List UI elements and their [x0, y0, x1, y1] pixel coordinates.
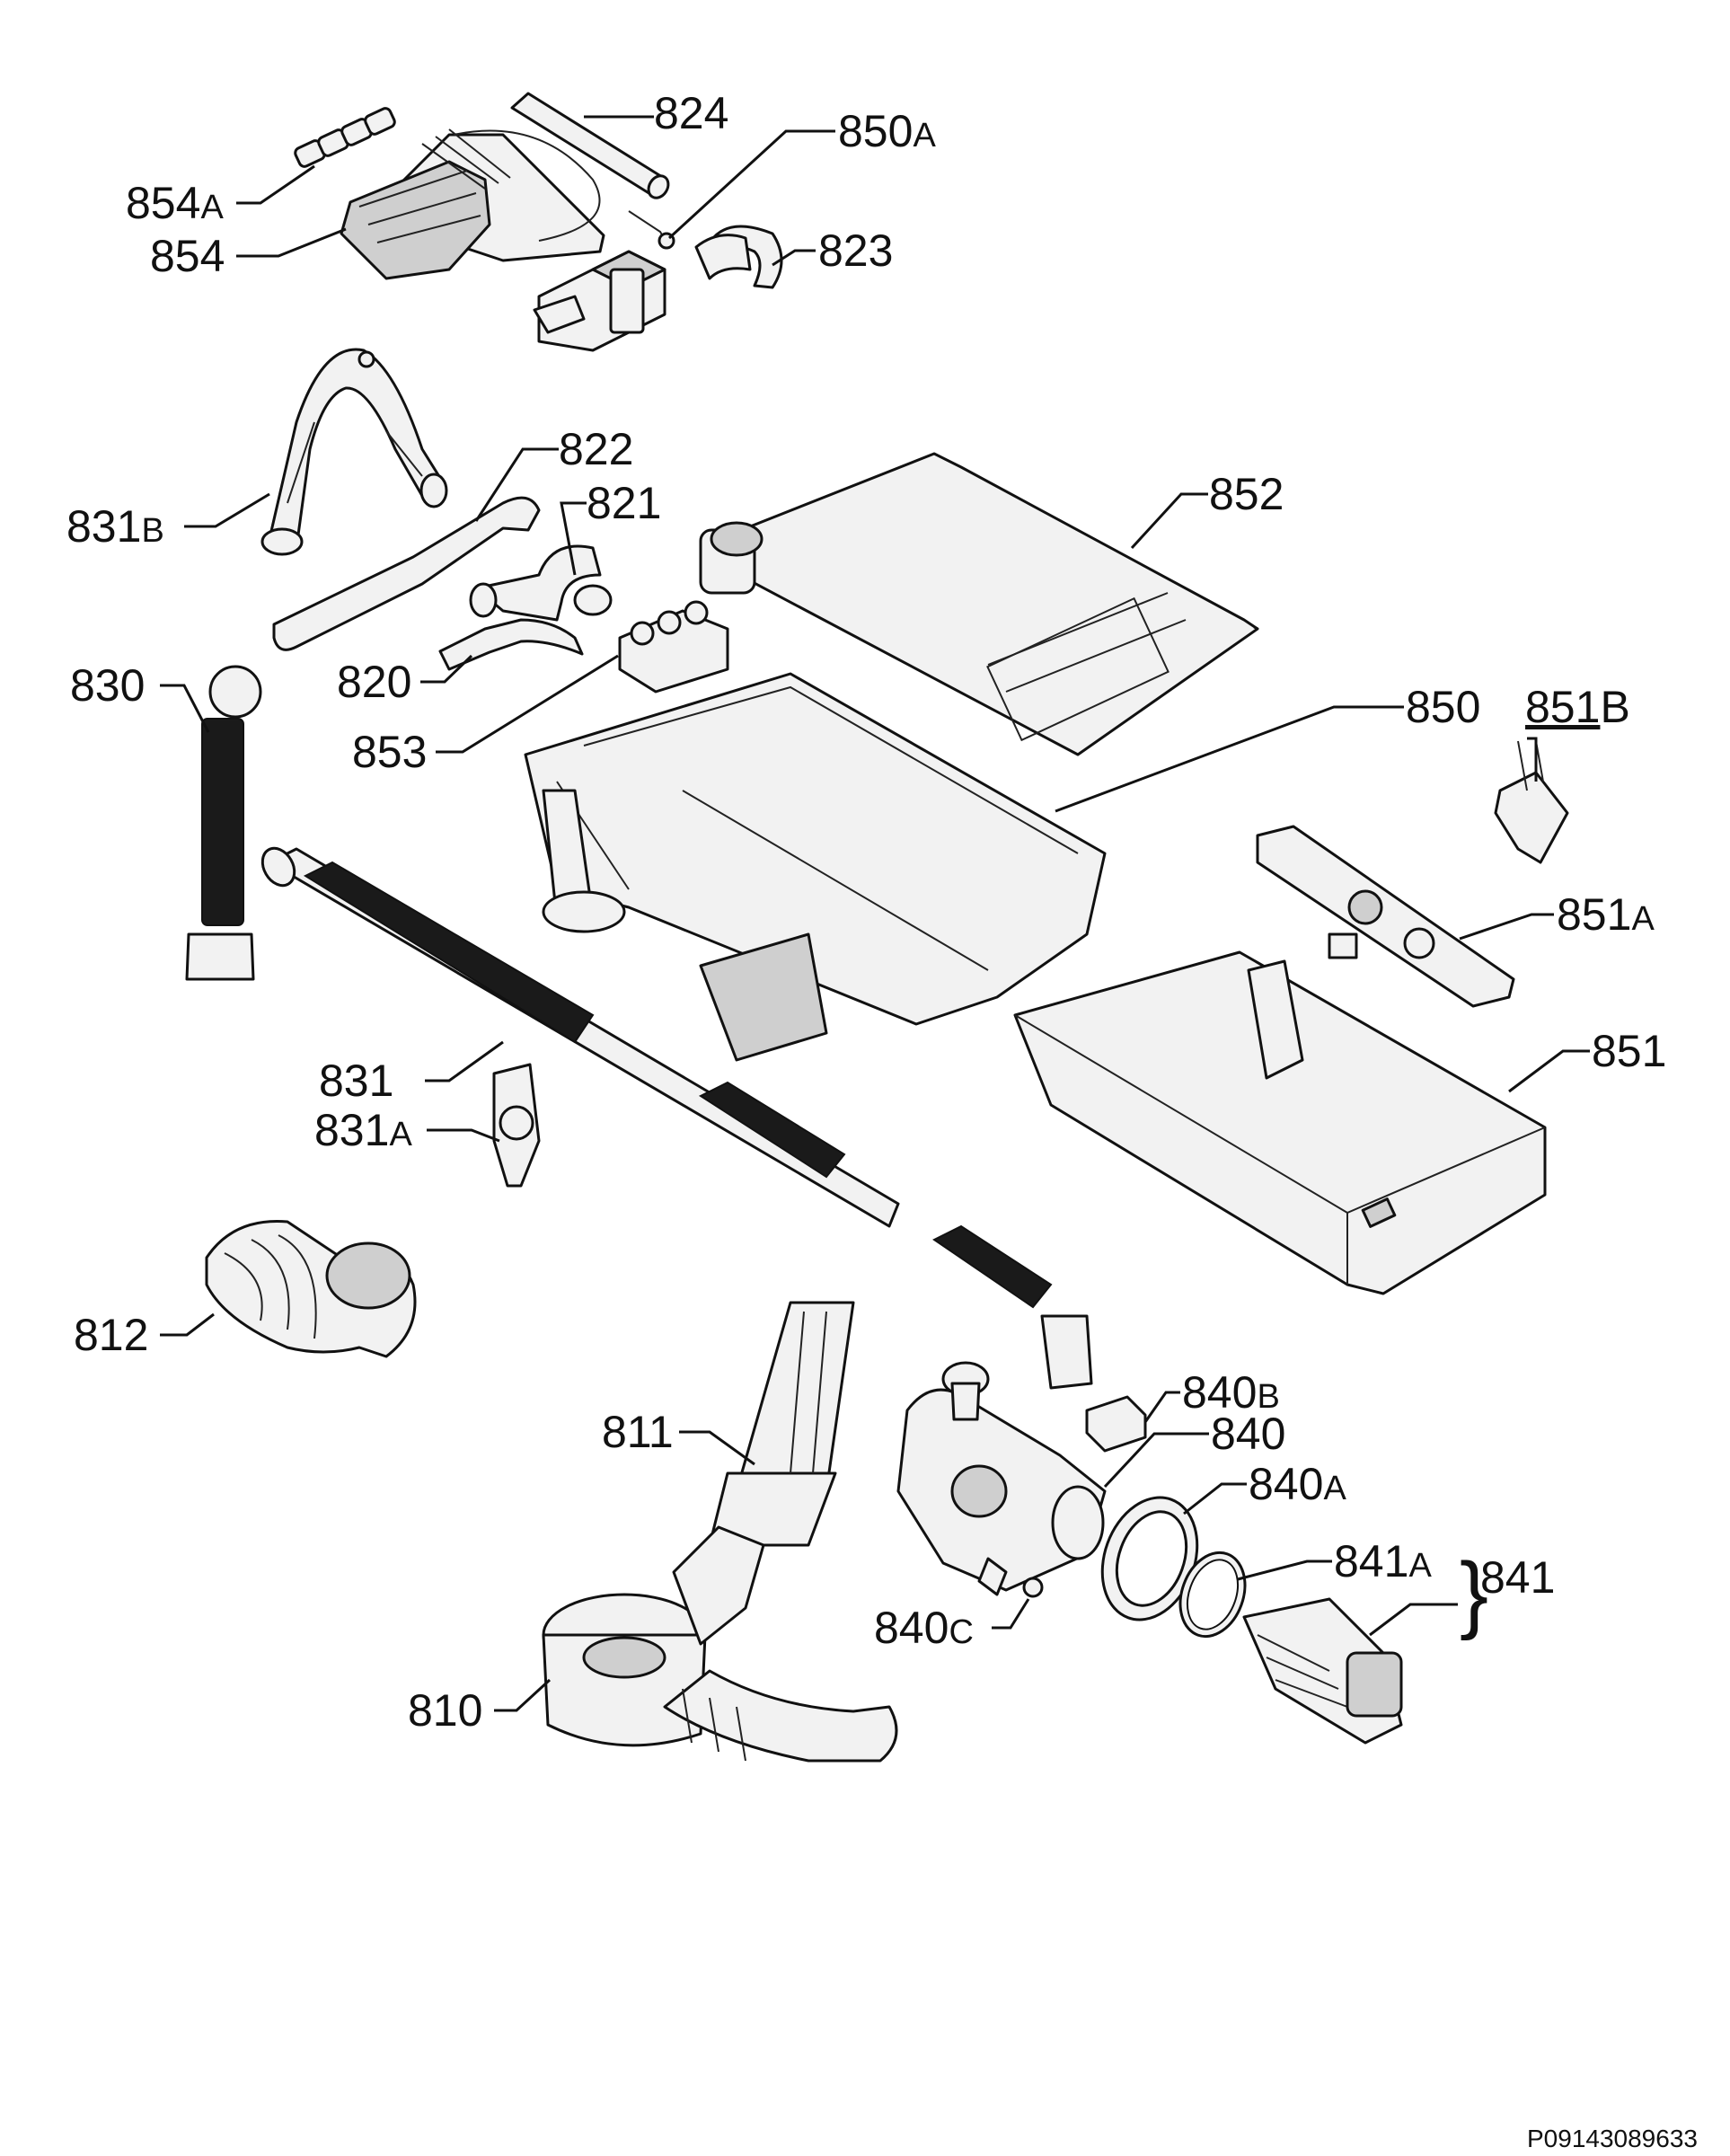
brace-841: }	[1460, 1545, 1488, 1641]
leader-lines	[160, 115, 1590, 1712]
part-841A-oring	[1178, 1551, 1247, 1639]
part-824-tube	[510, 92, 670, 199]
part-850-housing	[524, 672, 1107, 1062]
part-840-pump	[896, 1361, 1107, 1596]
label-831: 831	[319, 1056, 393, 1106]
label-831A: 831A	[314, 1105, 412, 1155]
part-810-sump	[542, 1525, 898, 1763]
part-812-sump-hose	[205, 1220, 417, 1358]
label-810: 810	[408, 1685, 482, 1736]
part-830-hose	[185, 665, 262, 981]
part-850A-valve	[533, 210, 675, 352]
label-823: 823	[818, 225, 893, 276]
label-854: 854	[150, 231, 225, 281]
label-841: 841	[1480, 1552, 1555, 1603]
label-841A: 841A	[1334, 1536, 1432, 1586]
part-853-connector	[618, 600, 729, 694]
label-840B: 840B	[1182, 1367, 1280, 1418]
part-831B-hose-support	[260, 348, 448, 556]
label-820: 820	[337, 657, 411, 707]
label-851: 851	[1592, 1026, 1666, 1076]
label-812: 812	[74, 1310, 148, 1360]
label-830: 830	[70, 660, 145, 711]
part-841-filter	[1242, 1597, 1403, 1745]
label-811: 811	[602, 1407, 674, 1457]
label-850: 850	[1406, 682, 1480, 732]
label-840: 840	[1211, 1409, 1285, 1459]
part-831-drain-hose	[260, 846, 1093, 1390]
part-822-pipe	[272, 496, 541, 651]
part-854A-caps	[294, 107, 396, 168]
label-840C: 840C	[874, 1603, 974, 1653]
document-id: P09143089633	[1527, 2125, 1698, 2152]
part-852-cover	[699, 452, 1259, 756]
label-850A: 850A	[838, 106, 936, 156]
part-831A-clip	[492, 1063, 541, 1188]
part-851B-clip	[1494, 740, 1569, 864]
part-851A-lid	[1256, 825, 1515, 1008]
label-824: 824	[654, 88, 728, 138]
label-851A: 851A	[1557, 889, 1655, 940]
part-821-elbow	[469, 544, 613, 622]
label-851B: 851B	[1525, 682, 1630, 732]
part-811-tube	[708, 1301, 855, 1547]
label-831B: 831B	[66, 501, 164, 552]
label-854A: 854A	[126, 178, 224, 228]
part-851-drawer	[1013, 950, 1547, 1295]
label-822: 822	[559, 424, 633, 474]
label-852: 852	[1209, 469, 1284, 519]
label-840A: 840A	[1249, 1459, 1346, 1509]
part-840C-nut	[1022, 1577, 1044, 1598]
part-823-hose	[694, 225, 783, 289]
label-853: 853	[352, 727, 427, 777]
part-820-hose	[438, 618, 584, 671]
label-821: 821	[587, 478, 661, 528]
part-840B-block	[1085, 1395, 1147, 1453]
part-854-clip-assembly	[294, 107, 605, 280]
